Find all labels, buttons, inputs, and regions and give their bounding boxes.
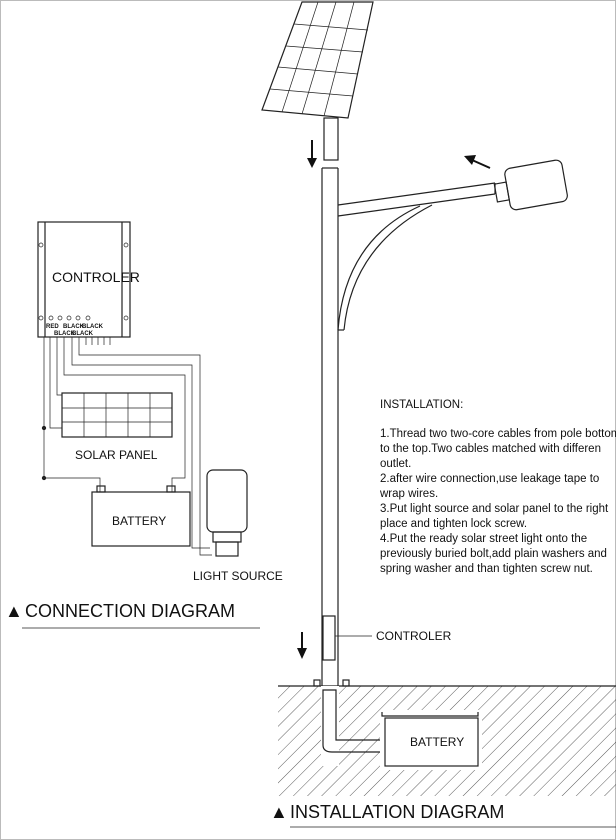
triangle-icon: ▲ bbox=[270, 802, 288, 822]
instruction-line: 1.Thread two two-core cables from pole b… bbox=[380, 428, 616, 440]
instruction-line: 3.Put light source and solar panel to th… bbox=[380, 503, 609, 515]
solar-panel bbox=[61, 392, 173, 438]
instruction-line: 4.Put the ready solar street light onto … bbox=[380, 533, 587, 545]
terminal-label: BLACK bbox=[63, 324, 85, 330]
down-arrow-icon bbox=[307, 140, 317, 168]
instruction-line: place and tighten lock screw. bbox=[380, 518, 527, 530]
installation-diagram-heading: INSTALLATION DIAGRAM bbox=[290, 802, 504, 822]
instruction-line: 2.after wire connection,use leakage tape… bbox=[380, 473, 599, 485]
triangle-icon: ▲ bbox=[5, 601, 23, 621]
terminal-label: BLACK bbox=[72, 331, 94, 337]
pole-controller-label: CONTROLER bbox=[376, 629, 452, 643]
terminal-label: BLACK bbox=[82, 324, 104, 330]
top-solar-panel bbox=[261, 1, 374, 119]
ground bbox=[278, 679, 616, 796]
connection-diagram-heading: CONNECTION DIAGRAM bbox=[25, 601, 235, 621]
lamp-head bbox=[493, 159, 568, 211]
controller-box bbox=[37, 221, 131, 338]
instruction-line: to the top.Two cables matched with diffe… bbox=[380, 443, 601, 455]
panel-mount-stub bbox=[323, 117, 339, 161]
controller-label: CONTROLER bbox=[52, 269, 140, 285]
ground-battery-label: BATTERY bbox=[410, 735, 464, 749]
light-source bbox=[206, 469, 248, 557]
terminal-label: BLACK bbox=[54, 331, 76, 337]
installation-instructions: INSTALLATION: 1.Thread two two-core cabl… bbox=[379, 399, 616, 575]
instruction-line: outlet. bbox=[380, 458, 411, 470]
instruction-line: wrap wires. bbox=[379, 488, 438, 500]
left-arrow-icon bbox=[464, 155, 491, 169]
pole bbox=[321, 167, 339, 760]
wiring bbox=[41, 337, 212, 556]
battery bbox=[91, 485, 191, 547]
light-source-label: LIGHT SOURCE bbox=[193, 569, 283, 583]
battery-label: BATTERY bbox=[112, 514, 166, 528]
pole-arm bbox=[337, 182, 496, 331]
solar-panel-label: SOLAR PANEL bbox=[75, 448, 158, 462]
instruction-line: previously buried bolt,add plain washers… bbox=[380, 548, 607, 560]
instruction-line: spring washer and than tighten screw nut… bbox=[380, 563, 593, 575]
pole-controller-box bbox=[322, 615, 336, 661]
installation-title: INSTALLATION: bbox=[380, 399, 463, 411]
terminal-label: RED bbox=[46, 324, 59, 330]
down-arrow-icon bbox=[297, 632, 307, 659]
